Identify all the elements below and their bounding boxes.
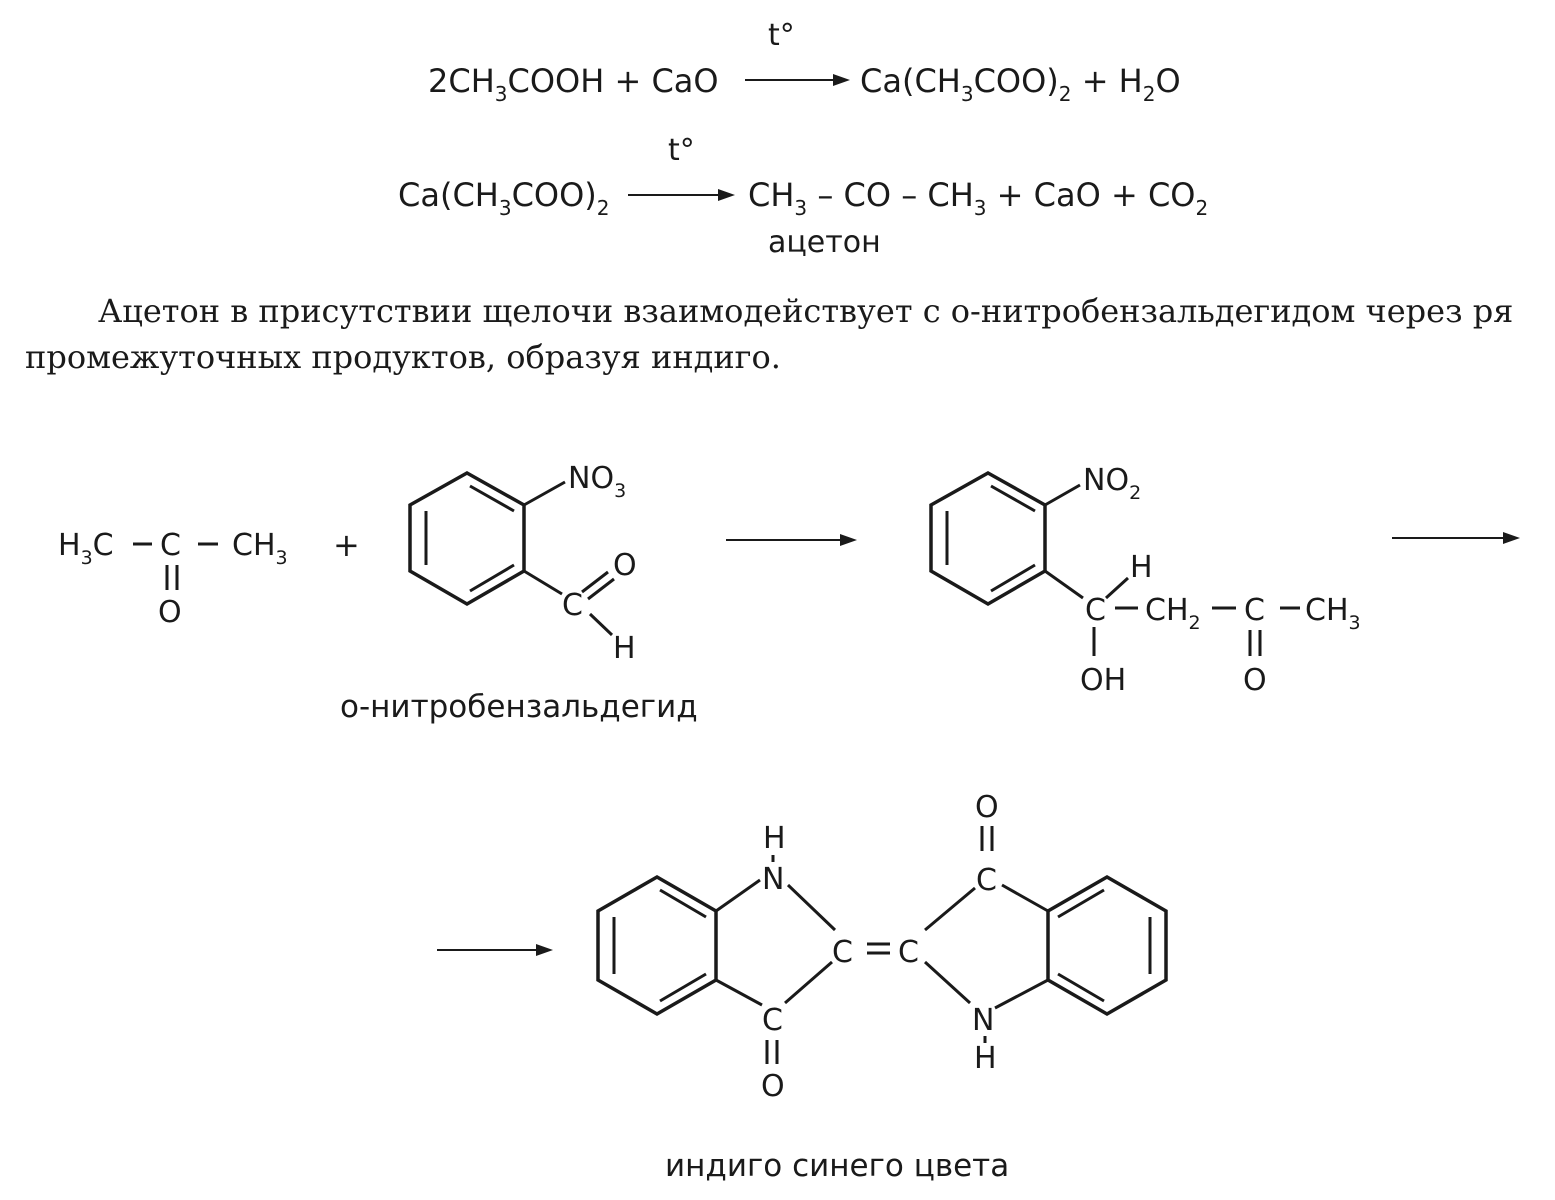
bond-ring-to-cho	[523, 569, 563, 596]
bond-ring-to-no	[523, 480, 566, 507]
paragraph-line-1: Ацетон в присутствии щелочи взаимодейств…	[98, 292, 1513, 330]
indigo-label: индиго синего цвета	[665, 1148, 1009, 1184]
reaction-2-left: Ca(CH3COO)2	[398, 176, 610, 220]
plus-sign: +	[333, 526, 360, 564]
aldehyde-hydrogen: H	[613, 631, 636, 666]
scheme-arrow-1	[726, 534, 857, 546]
indigo-c-bottom: C	[762, 1003, 783, 1038]
benzene-ring-1	[408, 470, 526, 607]
bond-co-ring-right	[1001, 883, 1049, 913]
reaction-2-right: CH3 – CO – CH3 + CaO + CO2	[748, 176, 1208, 220]
carbinol-hydrogen: H	[1130, 550, 1153, 585]
indigo-central-c-right: C	[898, 935, 919, 970]
aldehyde-double-bond	[581, 570, 615, 601]
methylene-group: CH2	[1145, 593, 1201, 634]
scheme-arrow-2	[1392, 532, 1520, 544]
indigo-nh-top-h: H	[763, 821, 786, 856]
reaction-1-arrow	[745, 74, 850, 86]
bond-c-right-n	[923, 960, 972, 1005]
reaction-2-arrow	[628, 189, 735, 201]
nitro-group-2: NO2	[1083, 463, 1141, 504]
reaction-1-left: 2CH3COOH + CaO	[428, 62, 719, 106]
bond-n-c-left	[786, 883, 837, 932]
acetone-double-bond	[165, 565, 179, 590]
bond-ring-left-co	[715, 978, 763, 1007]
scheme-arrow-3	[437, 944, 553, 956]
indigo-nh-bottom-h: H	[974, 1041, 997, 1076]
methyl-group: CH3	[1305, 593, 1361, 634]
ketone-double-bond	[1248, 630, 1262, 656]
bond-ring-left-n	[715, 878, 761, 913]
indigo-central-c-left: C	[832, 935, 853, 970]
indigo-structure: H N C C O C O C N H	[596, 790, 1168, 1184]
nitro-group: NO3	[568, 461, 626, 502]
indigo-n-top: N	[762, 862, 784, 897]
indigo-o-bottom: O	[761, 1069, 785, 1104]
reaction-2-condition: t°	[668, 133, 695, 168]
indigo-o-top: O	[975, 790, 999, 825]
reaction-2: t° Ca(CH3COO)2 CH3 – CO – CH3 + CaO + CO…	[398, 133, 1208, 260]
reaction-1-condition: t°	[768, 18, 795, 53]
benzene-ring-right	[1046, 874, 1168, 1017]
indigo-n-bottom: N	[972, 1003, 994, 1038]
bond-c-right-co	[924, 886, 976, 932]
benzene-ring-2	[929, 470, 1047, 607]
acetone-oxygen: O	[158, 595, 182, 630]
aldehyde-h-bond	[588, 612, 614, 637]
bond-ring-to-no2	[1044, 483, 1081, 507]
intermediate-structure: NO2 C H OH CH2 C O CH3	[929, 463, 1361, 698]
acetone-h3c: H3C	[58, 528, 114, 569]
bond-co-c-left	[784, 960, 833, 1005]
indigo-central-double-bond	[867, 942, 890, 955]
carbinol-h-bond	[1104, 576, 1130, 600]
acetone-structure: H3C C CH3 O	[58, 528, 288, 630]
ketone-oxygen: O	[1243, 663, 1267, 698]
nitrobenzaldehyde-structure: NO3 C O H о-нитробензальдегид	[340, 461, 698, 725]
ketone-carbon: C	[1244, 593, 1265, 628]
hydroxyl-group: OH	[1080, 663, 1126, 698]
bond-ring-to-choh	[1044, 569, 1084, 600]
reaction-1: t° 2CH3COOH + CaO Ca(CH3COO)2 + H2O	[428, 18, 1181, 106]
bond-n-ring-right	[994, 978, 1049, 1010]
indigo-co-top-double-bond	[980, 826, 994, 851]
benzene-ring-left	[596, 874, 718, 1017]
acetone-ch3: CH3	[232, 528, 288, 569]
aldehyde-oxygen: O	[613, 548, 637, 583]
aldehyde-carbon: C	[562, 588, 583, 623]
indigo-co-bottom-double-bond	[765, 1040, 779, 1064]
carbinol-carbon: C	[1085, 593, 1106, 628]
paragraph-line-2: промежуточных продуктов, образуя индиго.	[25, 338, 781, 376]
paragraph: Ацетон в присутствии щелочи взаимодейств…	[25, 292, 1513, 376]
acetone-central-c: C	[160, 528, 181, 563]
indigo-c-top: C	[976, 863, 997, 898]
nitrobenzaldehyde-label: о-нитробензальдегид	[340, 689, 698, 725]
reaction-1-right: Ca(CH3COO)2 + H2O	[860, 62, 1181, 106]
acetone-label: ацетон	[768, 225, 881, 260]
